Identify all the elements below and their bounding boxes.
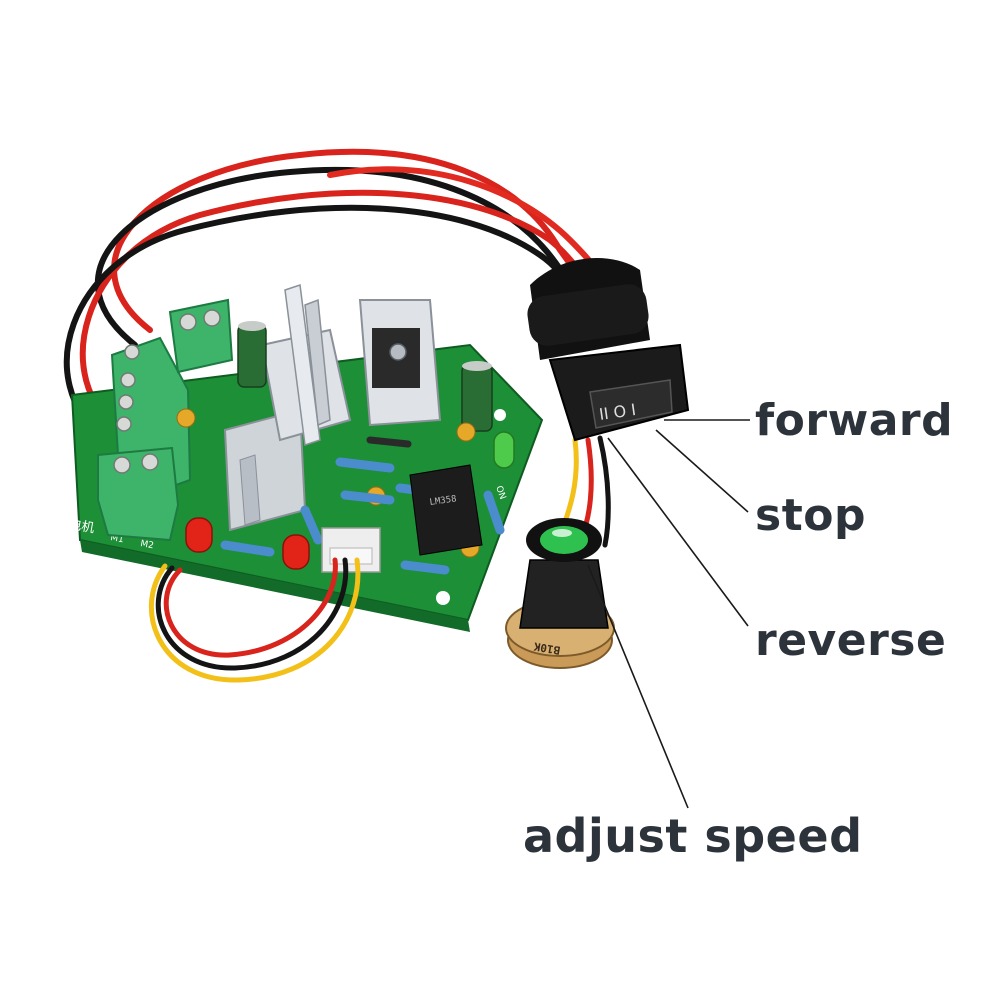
reverse-leader (607, 437, 749, 627)
mount-hole (436, 591, 450, 605)
on-silk-label: ON (493, 485, 507, 501)
callout-lines (587, 419, 750, 809)
power-wires (63, 148, 608, 443)
stop-leader (655, 429, 749, 513)
heatsink-large (223, 284, 352, 532)
leds (185, 431, 515, 570)
chip-marking: LM358 (429, 494, 457, 508)
adjust-speed-leader (587, 564, 689, 809)
forward-label: forward (755, 395, 954, 446)
rocker-switch: II O I (527, 258, 690, 442)
m2-silk-label: M2 (139, 539, 154, 551)
terminal-block-top (168, 298, 234, 374)
knob-body (519, 559, 609, 629)
pot-marking: B10K (532, 639, 561, 656)
stop-label: stop (755, 490, 866, 541)
red-wire-inner (79, 189, 593, 433)
heatsink-right (358, 299, 442, 427)
black-wire-inner (63, 204, 581, 443)
terminal-block-motor (97, 446, 180, 542)
reverse-label: reverse (755, 615, 947, 666)
screw-icon (389, 343, 407, 361)
adjust-speed-label: adjust speed (523, 809, 863, 863)
potentiometer: B10K (505, 518, 615, 669)
ic-chip: LM358 (409, 464, 483, 556)
mount-hole (494, 409, 506, 421)
resistors (220, 436, 505, 575)
motor-silk-label: 电机 (67, 517, 95, 536)
white-connector (321, 527, 381, 573)
switch-rocker-face (589, 379, 673, 429)
switch-symbols: II O I (598, 400, 637, 424)
